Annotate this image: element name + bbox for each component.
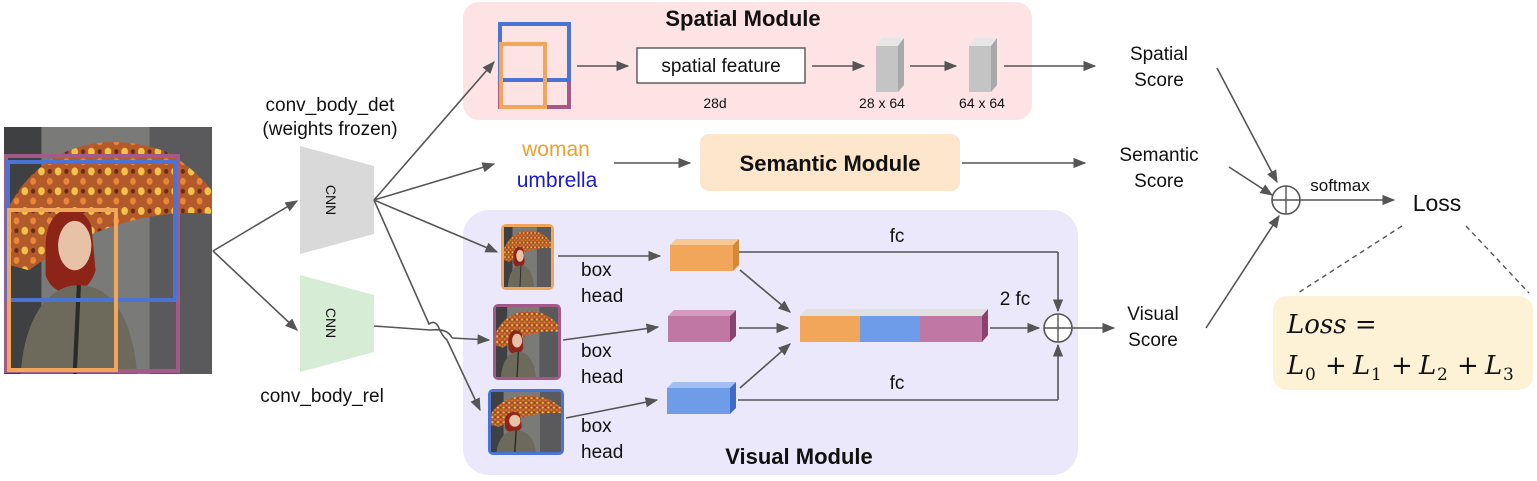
crop-subject-image <box>504 227 551 287</box>
visual-module-title: Visual Module <box>725 444 873 469</box>
callout-line-right <box>1465 225 1530 294</box>
input-image <box>0 127 224 374</box>
concat-feature-block <box>800 309 988 342</box>
visual-sum-node <box>1043 313 1073 343</box>
arrow-cnn-to-spatial <box>373 61 495 201</box>
arrow-semantic-score-to-sum <box>1228 166 1274 196</box>
conv-body-rel-label: conv_body_rel <box>260 386 384 407</box>
two-fc-label: 2 fc <box>1000 289 1031 310</box>
arrow-visual-score-to-sum <box>1205 214 1280 329</box>
spatial-score-label-2: Score <box>1134 70 1184 91</box>
svg-text:L: L <box>1352 351 1370 381</box>
svg-text:L: L <box>1286 351 1304 381</box>
fc-bottom-label: fc <box>890 373 905 394</box>
box-head-3-head: head <box>581 442 623 463</box>
cnn-det-trapezoid <box>300 146 374 254</box>
semantic-module-box <box>700 134 960 191</box>
svg-text:2: 2 <box>1437 365 1448 385</box>
box-head-1-box: box <box>581 260 612 281</box>
spatial-fc2-dim: 64 x 64 <box>959 95 1005 111</box>
visual-score-label-1: Visual <box>1127 304 1178 325</box>
loss-formula-rhs: L 0 + L 1 + L 2 + L 3 <box>1286 351 1514 385</box>
word-subject: woman <box>521 138 590 161</box>
cnn-rel-trapezoid <box>300 275 374 372</box>
arrow-cnn-to-crop1 <box>373 199 499 253</box>
crop-union-image <box>496 307 558 377</box>
box-head-2-box: box <box>581 341 612 362</box>
svg-text:1: 1 <box>1371 365 1382 385</box>
svg-text:+: + <box>1325 351 1347 381</box>
conv-body-det-label: conv_body_det <box>266 95 396 116</box>
svg-text:+: + <box>1457 351 1479 381</box>
svg-text:L: L <box>1484 351 1502 381</box>
cnn-det-label: CNN <box>323 185 339 215</box>
spatial-fc1-block <box>876 38 904 92</box>
crop-object-image <box>491 392 561 452</box>
box-head-2-head: head <box>581 367 623 388</box>
spatial-feature-dim: 28d <box>703 95 726 111</box>
box-head-1-head: head <box>581 286 623 307</box>
arrow-cnn-rel-to-crop2 <box>451 334 491 345</box>
cnn-rel-label: CNN <box>323 308 339 338</box>
svg-text:3: 3 <box>1503 365 1514 385</box>
arrow-cnn-to-crop3 <box>373 199 481 412</box>
spatial-fc1-dim: 28 x 64 <box>859 95 905 111</box>
spatial-module-title: Spatial Module <box>665 6 820 31</box>
weights-frozen-label: (weights frozen) <box>262 119 397 140</box>
spatial-score-label-1: Spatial <box>1130 44 1188 65</box>
feature-object-block <box>667 382 736 414</box>
arrow-feat1-to-concat <box>739 269 791 313</box>
spatial-mask-orange <box>499 42 547 109</box>
spatial-fc2-block <box>969 38 997 92</box>
bbox-subject-orange <box>7 208 118 372</box>
arrow-feat3-to-concat <box>739 343 791 389</box>
visual-score-label-2: Score <box>1128 330 1178 351</box>
softmax-label: softmax <box>1310 176 1370 195</box>
svg-text:0: 0 <box>1305 365 1316 385</box>
final-sum-node <box>1271 185 1301 215</box>
fc-top-label: fc <box>890 226 905 247</box>
svg-text:+: + <box>1391 351 1413 381</box>
loss-formula-panel <box>1273 296 1533 390</box>
arrow-image-to-cnn-rel <box>212 250 298 331</box>
callout-line-left <box>1297 225 1403 294</box>
arrow-crop3-to-feat <box>565 397 659 419</box>
arrow-image-to-cnn-det <box>212 200 299 252</box>
semantic-score-label-1: Semantic <box>1119 145 1198 166</box>
word-object: umbrella <box>517 169 598 192</box>
line-cnn-rel-hop <box>373 325 453 339</box>
loss-formula-lhs: Loss = <box>1286 310 1377 340</box>
spatial-feature-box <box>636 47 806 84</box>
semantic-score-label-2: Score <box>1134 171 1184 192</box>
feature-subject-block <box>670 239 739 271</box>
spatial-feature-label: spatial feature <box>661 56 780 77</box>
arrow-spatial-score-to-sum <box>1216 67 1278 184</box>
feature-union-block <box>668 310 736 342</box>
semantic-module-title: Semantic Module <box>740 151 921 176</box>
arrow-crop2-to-feat <box>562 323 660 341</box>
box-head-3-box: box <box>581 416 612 437</box>
loss-label: Loss <box>1413 190 1462 216</box>
svg-text:L: L <box>1418 351 1436 381</box>
arrow-cnn-to-words <box>373 162 496 201</box>
